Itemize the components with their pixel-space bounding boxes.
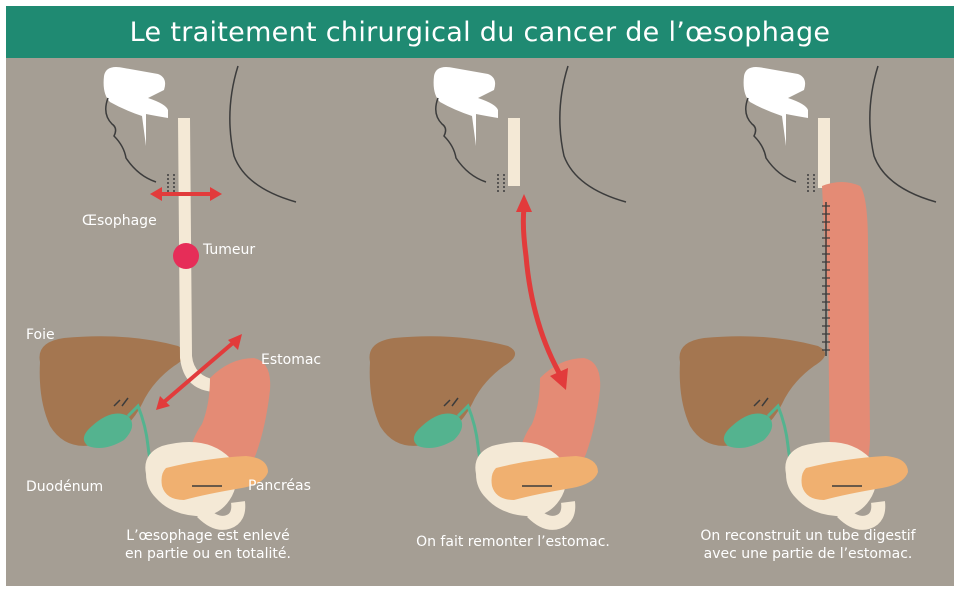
caption-panel-2: On fait remonter l’estomac. [388, 533, 638, 551]
panel-1-esophagus-removal [40, 66, 297, 523]
label-esophagus: Œsophage [82, 213, 157, 229]
anatomy-illustration [6, 6, 954, 586]
lower-gut-3 [785, 442, 908, 523]
label-pancreas: Pancréas [248, 478, 311, 494]
caption-panel-3: On reconstruit un tube digestif avec une… [668, 527, 948, 563]
panel-2-stomach-pull-up [370, 66, 627, 523]
caption-panel-3-line-2: avec une partie de l’estomac. [668, 545, 948, 563]
caption-panel-3-line-1: On reconstruit un tube digestif [668, 527, 948, 545]
head-silhouette-2 [434, 66, 626, 202]
label-liver: Foie [26, 327, 55, 343]
diagram-frame: Le traitement chirurgical du cancer de l… [6, 6, 954, 586]
esophagus-stub-3 [818, 118, 830, 188]
caption-panel-2-line-1: On fait remonter l’estomac. [388, 533, 638, 551]
label-duodenum: Duodénum [26, 479, 103, 495]
caption-panel-1: L’œsophage est enlevé en partie ou en to… [98, 527, 318, 563]
esophagus-stub-2 [508, 118, 520, 186]
pull-up-arrow [516, 194, 568, 390]
panel-3-reconstruction [680, 66, 937, 523]
label-stomach: Estomac [261, 352, 321, 368]
caption-panel-1-line-1: L’œsophage est enlevé [98, 527, 318, 545]
tumor [173, 243, 199, 269]
caption-panel-1-line-2: en partie ou en totalité. [98, 545, 318, 563]
head-silhouette-1 [104, 66, 296, 202]
head-silhouette-3 [744, 66, 936, 202]
label-tumor: Tumeur [203, 242, 255, 258]
gastric-tube [822, 182, 870, 484]
